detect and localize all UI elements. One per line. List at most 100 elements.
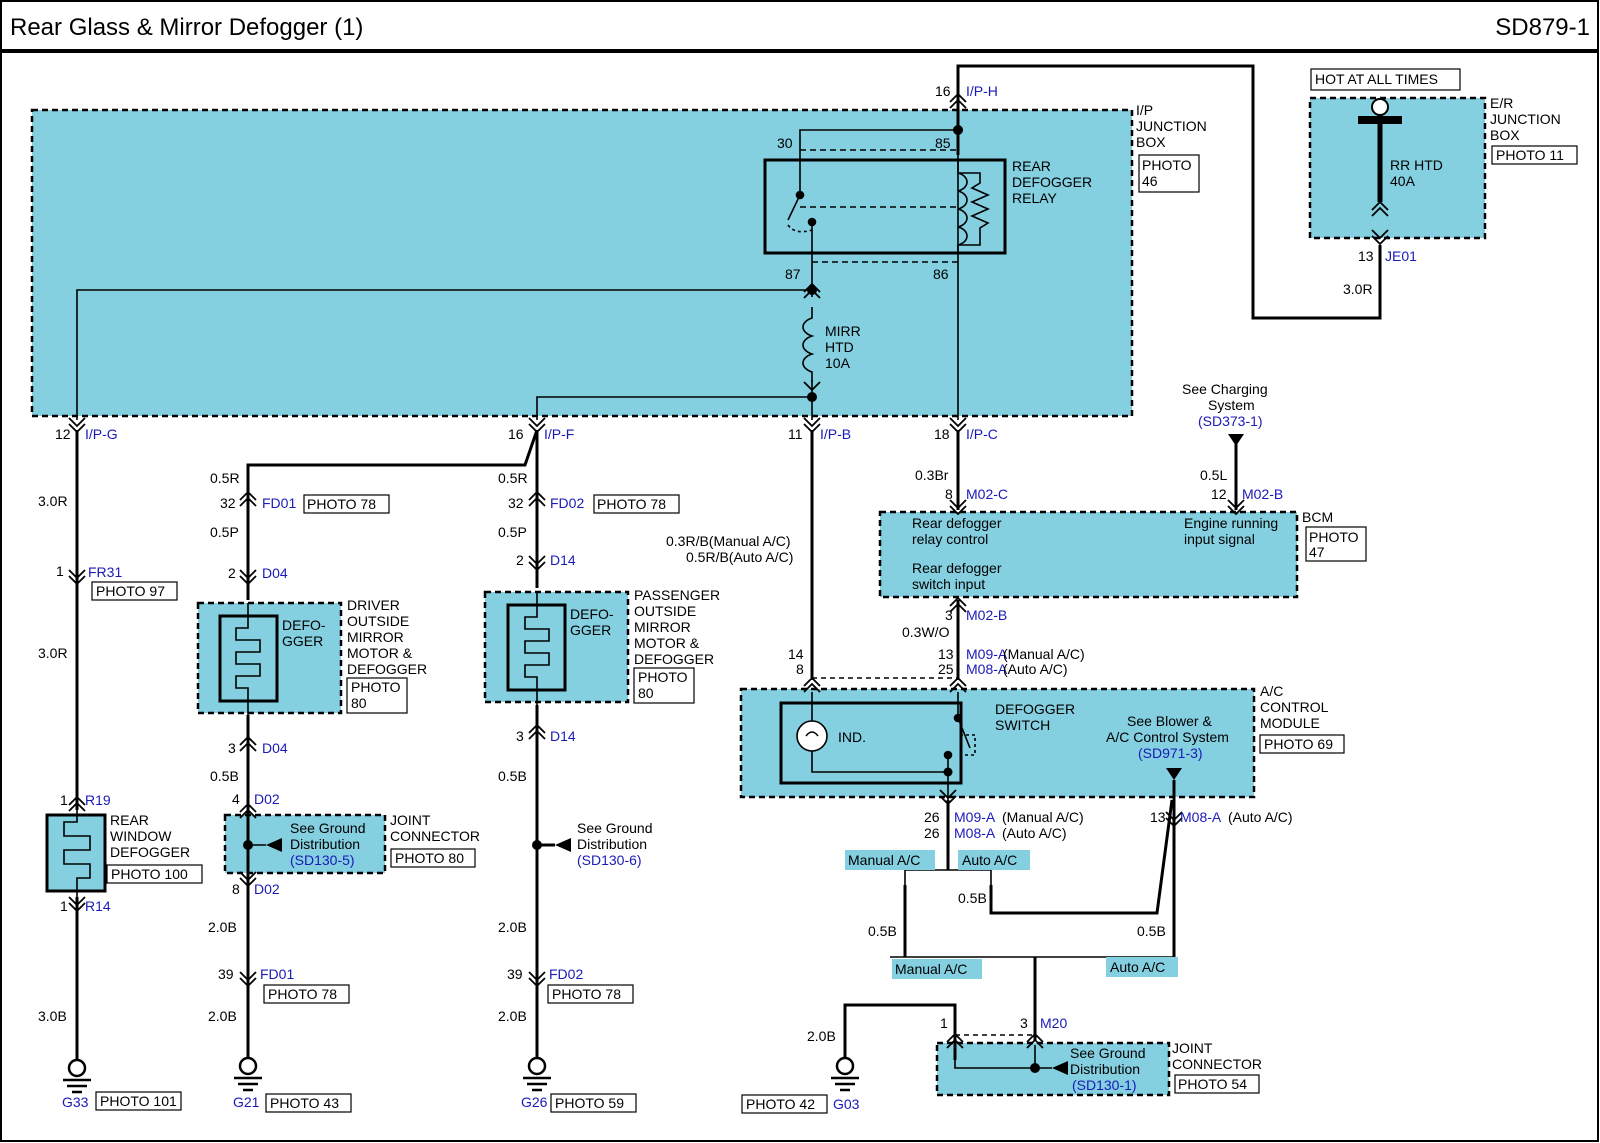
wire-0-5b-left: 0.5B xyxy=(210,768,239,784)
ac-module-label-2: CONTROL xyxy=(1260,699,1329,715)
g33-photo: PHOTO 101 xyxy=(100,1093,177,1109)
ip-jb-photo-1: PHOTO xyxy=(1142,157,1192,173)
driver-mirror-box xyxy=(196,601,343,715)
gd1-text-2: Distribution xyxy=(290,836,360,852)
wire-0-5b-right: 0.5B xyxy=(498,768,527,784)
er-jb-photo: PHOTO 11 xyxy=(1496,147,1564,163)
variant-split-top xyxy=(904,869,992,885)
mirr-fuse-label-3: 10A xyxy=(825,355,851,371)
rear-defogger-relay-body xyxy=(763,158,1007,255)
relay-label-1: REAR xyxy=(1012,158,1051,174)
splice-dot xyxy=(807,392,817,402)
splice-dot xyxy=(243,840,253,850)
charging-ref-1: See Charging xyxy=(1182,381,1268,397)
joint-right-label-1: JOINT xyxy=(1172,1040,1213,1056)
ac-control-module-box xyxy=(739,687,1256,799)
driver-photo-2: 80 xyxy=(351,695,367,711)
fr31-photo: PHOTO 97 xyxy=(96,583,165,599)
m08a-suffix: (Auto A/C) xyxy=(1003,661,1068,677)
variant-manual-1: Manual A/C xyxy=(848,852,920,868)
fd02b-connector: FD02 xyxy=(549,966,583,982)
ip-jb-label-2: JUNCTION xyxy=(1136,118,1207,134)
variant-auto-2: Auto A/C xyxy=(1110,959,1165,975)
relay-pin-86: 86 xyxy=(933,266,949,282)
g21-photo: PHOTO 43 xyxy=(270,1095,339,1111)
gd2-text-1: See Ground xyxy=(577,820,653,836)
relay-pin-30: 30 xyxy=(777,135,793,151)
wire-ipb-auto: 0.5R/B(Auto A/C) xyxy=(686,549,793,565)
driver-defogger-text-1: DEFO- xyxy=(282,617,326,633)
wire-0-5r-right: 0.5R xyxy=(498,470,528,486)
bcm-engine-running-1: Engine running xyxy=(1184,515,1278,531)
rear-window-label-1: REAR xyxy=(110,812,149,828)
joint-right-photo: PHOTO 54 xyxy=(1178,1076,1247,1092)
mirr-fuse-label-2: HTD xyxy=(825,339,854,355)
je01-connector: JE01 xyxy=(1385,248,1417,264)
rear-window-label-2: WINDOW xyxy=(110,828,172,844)
hot-at-all-times-label: HOT AT ALL TIMES xyxy=(1315,71,1438,87)
joint-left-photo: PHOTO 80 xyxy=(395,850,464,866)
bcm-box xyxy=(878,510,1299,599)
charging-ref-arrow xyxy=(1228,434,1244,446)
fd01b-pin: 39 xyxy=(218,966,234,982)
d04b-connector: D04 xyxy=(262,740,288,756)
m20-pin1: 1 xyxy=(940,1015,948,1031)
er-jb-label-1: E/R xyxy=(1490,95,1513,111)
wire-0-5r-left: 0.5R xyxy=(210,470,240,486)
d02b-connector: D02 xyxy=(254,881,280,897)
je01-pin: 13 xyxy=(1358,248,1374,264)
fr31-pin: 1 xyxy=(56,563,64,579)
variant-tag-backgrounds xyxy=(845,850,1178,979)
er-jb-label-2: JUNCTION xyxy=(1490,111,1561,127)
ipg-pin: 12 xyxy=(55,426,71,442)
splice-dot xyxy=(943,767,953,777)
fd02a-pin: 32 xyxy=(508,495,524,511)
ipf-wire-internal xyxy=(536,396,812,420)
rr-htd-fuse-label-1: RR HTD xyxy=(1390,157,1443,173)
d14b-pin: 3 xyxy=(516,728,524,744)
ip-jb-photo-2: 46 xyxy=(1142,173,1158,189)
iph-pin: 16 xyxy=(935,83,951,99)
mirr-htd-fuse-symbol xyxy=(802,307,815,382)
wire-0-5p-left: 0.5P xyxy=(210,524,239,540)
page-title: Rear Glass & Mirror Defogger (1) xyxy=(10,14,363,41)
joint-left-label-2: CONNECTOR xyxy=(390,828,480,844)
wire-ipb-manual: 0.3R/B(Manual A/C) xyxy=(666,533,791,549)
rear-window-photo: PHOTO 100 xyxy=(111,866,188,882)
bcm-label: BCM xyxy=(1302,509,1333,525)
bcm-switch-input-2: switch input xyxy=(912,576,985,592)
ip-junction-box xyxy=(30,108,1134,418)
m08a2-pin: 26 xyxy=(924,825,940,841)
g33-label: G33 xyxy=(62,1094,89,1110)
wire-0-3br: 0.3Br xyxy=(915,467,949,483)
d04a-connector: D04 xyxy=(262,565,288,581)
m02c-pin: 8 xyxy=(945,486,953,502)
g03-photo: PHOTO 42 xyxy=(746,1096,815,1112)
ground-symbols xyxy=(63,1056,859,1094)
passenger-photo-1: PHOTO xyxy=(638,669,688,685)
m08a3-connector: M08-A xyxy=(1180,809,1222,825)
ipf-pin: 16 xyxy=(508,426,524,442)
mirr-fuse-label-1: MIRR xyxy=(825,323,861,339)
bcm-engine-running-2: input signal xyxy=(1184,531,1255,547)
m08a2-connector: M08-A xyxy=(954,825,996,841)
relay-label-3: RELAY xyxy=(1012,190,1058,206)
wire-0-3wo: 0.3W/O xyxy=(902,624,950,640)
wire-0-5b-b: 0.5B xyxy=(868,923,897,939)
charging-ref-2: System xyxy=(1208,397,1255,413)
rear-window-label-3: DEFOGGER xyxy=(110,844,190,860)
driver-mirror-label-2: OUTSIDE xyxy=(347,613,409,629)
ind-pin-a: 14 xyxy=(788,646,804,662)
rear-window-defogger-element xyxy=(45,813,107,893)
ac-module-photo: PHOTO 69 xyxy=(1264,736,1333,752)
d14a-pin: 2 xyxy=(516,552,524,568)
iph-connector: I/P-H xyxy=(966,83,998,99)
ip-jb-label-3: BOX xyxy=(1136,134,1166,150)
passenger-mirror-label-2: OUTSIDE xyxy=(634,603,696,619)
d14b-connector: D14 xyxy=(550,728,576,744)
r14-connector: R14 xyxy=(85,898,111,914)
joint-connector-right-box xyxy=(935,1041,1171,1097)
fd02b-photo: PHOTO 78 xyxy=(552,986,621,1002)
ipg-wire-internal xyxy=(76,289,812,420)
